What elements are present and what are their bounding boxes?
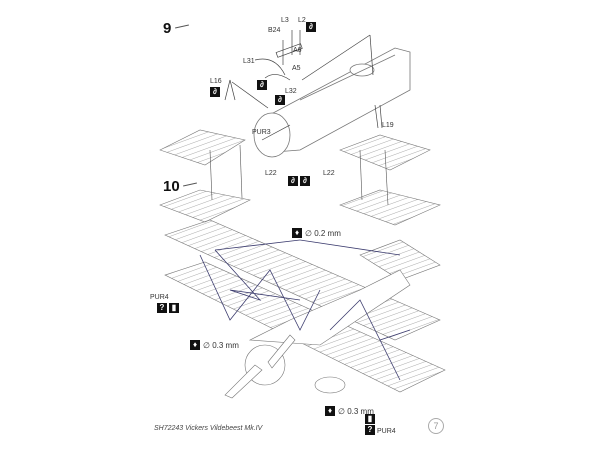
rigging-wire-icon: ♦	[325, 406, 335, 416]
glue-icon: ∂	[275, 95, 285, 105]
part-pur4-left: PUR4	[150, 294, 169, 301]
kit-caption: SH72243 Vickers Vildebeest Mk.IV	[154, 425, 263, 432]
part-l19: L19	[382, 122, 394, 129]
rigging-dimension-bottom: ∅ 0.3 mm	[338, 407, 374, 416]
rigging-dimension-left: ∅ 0.3 mm	[203, 341, 239, 350]
glue-icon: ∂	[288, 176, 298, 186]
question-icon: ?	[157, 303, 167, 313]
glue-icon: ∂	[306, 22, 316, 32]
aircraft-step10	[164, 219, 446, 399]
glue-icon: ∂	[257, 80, 267, 90]
part-l31: L31	[243, 58, 255, 65]
part-l16: L16	[210, 78, 222, 85]
part-l32: L32	[285, 88, 297, 95]
page-number: 7	[428, 418, 444, 434]
part-l22-left: L22	[265, 170, 277, 177]
part-b24: B24	[268, 27, 281, 34]
part-l3: L3	[281, 17, 289, 24]
optional-part-icon: ▮	[365, 414, 375, 424]
rigging-wire-icon: ♦	[190, 340, 200, 350]
question-icon: ?	[365, 425, 375, 435]
part-a6: A6	[293, 47, 302, 54]
optional-part-icon: ▮	[169, 303, 179, 313]
rigging-wire-icon: ♦	[292, 228, 302, 238]
step-9-number: 9	[163, 20, 172, 37]
glue-icon: ∂	[210, 87, 220, 97]
part-pur3: PUR3	[252, 129, 271, 136]
step-10-number: 10	[163, 178, 180, 195]
part-l2: L2	[298, 17, 306, 24]
upper-wing-halves	[159, 129, 441, 226]
rigging-dimension-top: ∅ 0.2 mm	[305, 229, 341, 238]
glue-icon: ∂	[300, 176, 310, 186]
part-a5: A5	[292, 65, 301, 72]
part-pur4-right: PUR4	[377, 428, 396, 435]
parts-exploded	[224, 30, 383, 141]
part-l22-right: L22	[323, 170, 335, 177]
rigging-wires	[199, 239, 411, 381]
